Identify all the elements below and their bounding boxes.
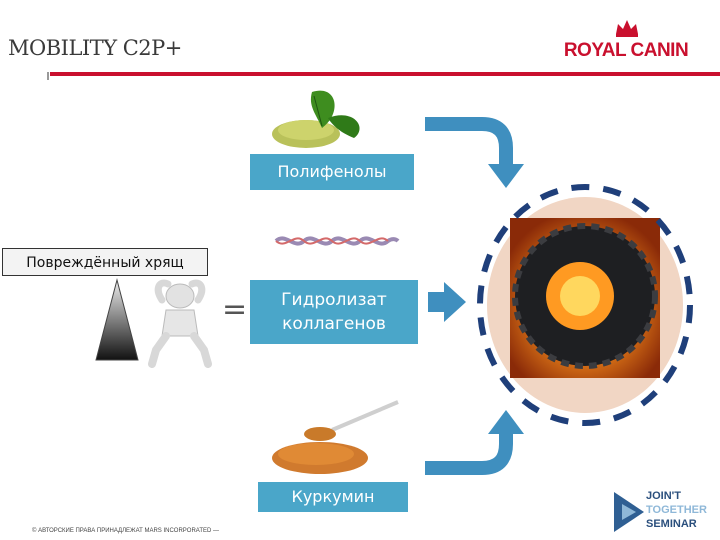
crown-icon [616, 20, 638, 37]
seminar-line3: SEMINAR [646, 518, 697, 530]
polyphenols-label: Полифенолы [250, 154, 414, 190]
green-tea-image [272, 90, 360, 148]
bottom-arrowhead [488, 410, 524, 434]
damaged-cartilage-label: Повреждённый хрящ [2, 248, 208, 276]
copyright-text: © АВТОРСКИЕ ПРАВА ПРИНАДЛЕЖАТ MARS INCOR… [32, 528, 220, 534]
top-arrowhead [488, 164, 524, 188]
top-arrow [425, 117, 513, 166]
royal-canin-logo: ROYAL CANIN [556, 18, 696, 68]
bottom-arrow [425, 432, 513, 475]
logo-text: ROYAL CANIN [563, 40, 689, 61]
title-rule [50, 72, 720, 76]
figure-icon [148, 279, 212, 368]
collagen-molecule-image [274, 236, 400, 246]
middle-arrow [428, 282, 466, 322]
cone-shape [95, 278, 139, 361]
tire-on-fire-image [477, 184, 693, 426]
dashed-circle [477, 184, 693, 426]
collagen-hydrolysate-label: Гидролизат коллагенов [250, 280, 418, 344]
seminar-line2: TOGETHER [646, 504, 707, 516]
seminar-logo-mark [614, 492, 644, 532]
collagen-line2: коллагенов [282, 314, 386, 334]
seminar-line1: JOIN'T [646, 490, 682, 502]
curcumin-label: Куркумин [258, 482, 408, 512]
collagen-line1: Гидролизат [281, 290, 387, 310]
page-title: MOBILITY C2P+ [8, 36, 182, 60]
equals-sign: = [222, 292, 248, 327]
curcumin-image [272, 400, 399, 474]
title-rule-tick [47, 72, 49, 80]
seminar-logo: JOIN'T TOGETHER SEMINAR [612, 488, 712, 538]
